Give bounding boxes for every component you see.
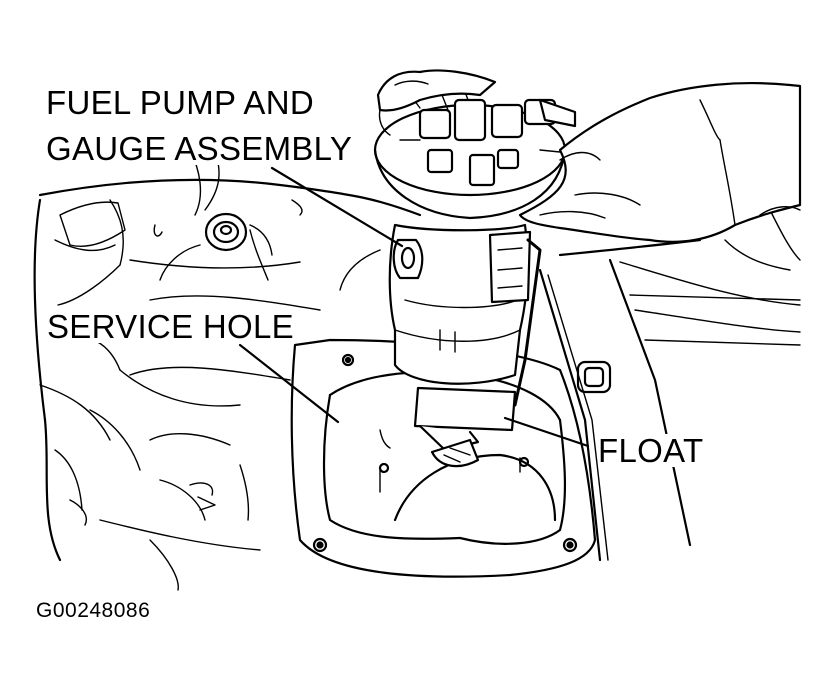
label-pump-assembly-line2: GAUGE ASSEMBLY: [46, 130, 353, 167]
floor-panel: [33, 139, 422, 591]
label-service-hole: SERVICE HOLE: [47, 308, 294, 345]
label-float: FLOAT: [598, 432, 704, 469]
leader-pump-assembly: [270, 166, 404, 248]
leader-float: [503, 416, 590, 448]
label-pump-assembly-line1: FUEL PUMP AND: [46, 84, 314, 121]
hands: [376, 69, 802, 243]
leader-service-hole: [238, 343, 340, 424]
figure-id: G00248086: [36, 599, 151, 622]
leader-lines: [238, 166, 590, 448]
right-body-panel: [538, 209, 801, 562]
fuel-pump-assembly: [373, 77, 577, 468]
